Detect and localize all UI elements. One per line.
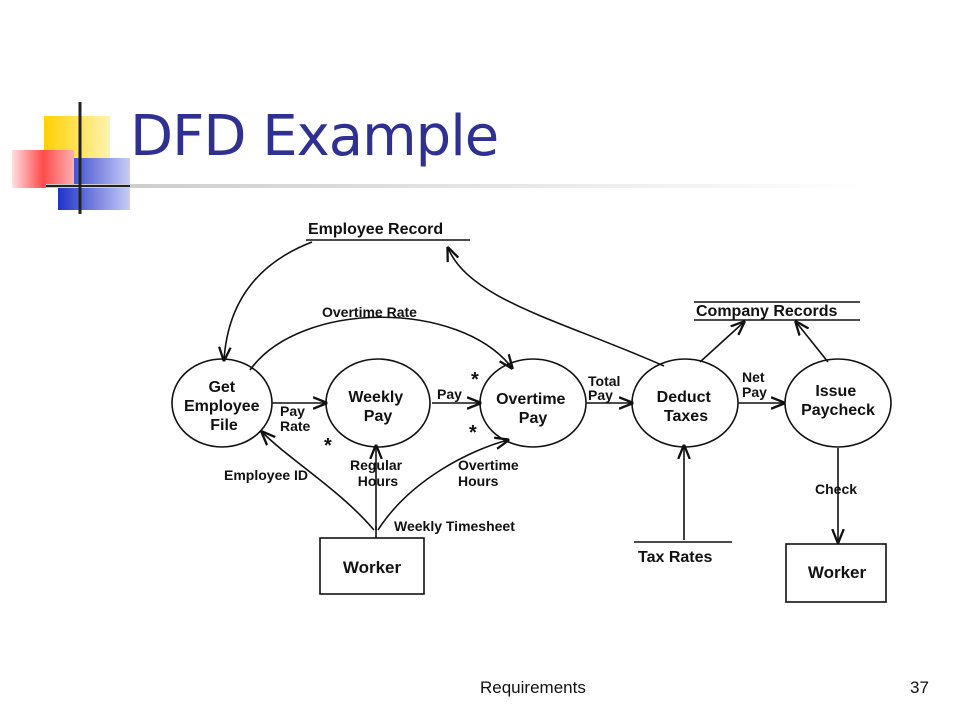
process-overtime-pay	[479, 358, 587, 448]
page-number: 37	[910, 678, 929, 697]
flow-overtime-hours-arrow	[377, 440, 508, 531]
marker-weekly-pay: *	[324, 435, 332, 457]
flow-label-weekly-timesheet: Weekly Timesheet	[394, 518, 515, 534]
title-decoration	[12, 102, 866, 214]
entity-worker-source	[319, 537, 425, 595]
process-label-deduct-taxes: Deduct Taxes	[657, 389, 716, 425]
flow-label-employee-id: Employee ID	[224, 467, 308, 483]
process-label-weekly-pay: Weekly Pay	[348, 389, 407, 425]
flow-label-total-pay: Total Pay	[588, 373, 624, 403]
process-deduct-taxes	[631, 358, 739, 448]
flow-issue-paycheck-to-company-records	[796, 322, 829, 363]
footer-label: Requirements	[480, 678, 586, 697]
flow-label-pay-rate: Pay Rate	[280, 403, 311, 434]
deco-red-square	[12, 150, 74, 188]
deco-title-rule	[46, 184, 866, 188]
flow-overtime-rate-arrow	[249, 316, 512, 370]
entity-label-worker-source: Worker	[343, 558, 402, 577]
marker-overtime-rate: *	[471, 369, 479, 391]
entity-worker-sink	[785, 543, 887, 603]
flow-label-overtime-rate: Overtime Rate	[322, 304, 417, 320]
store-label-employee-record: Employee Record	[308, 221, 443, 238]
process-label-issue-paycheck: Issue Paycheck	[801, 383, 875, 419]
process-issue-paycheck	[784, 358, 892, 448]
flow-deduct-taxes-to-company-records	[699, 322, 744, 363]
flow-label-pay: Pay	[437, 386, 462, 402]
entity-label-worker-sink: Worker	[808, 563, 867, 582]
flow-label-regular-hours: Regular Hours	[350, 457, 406, 489]
slide-title: DFD Example	[130, 104, 499, 169]
flow-employee-id-arrow	[262, 432, 375, 531]
flow-label-overtime-hours: Overtime Hours	[458, 457, 523, 489]
process-get-employee-file	[171, 358, 273, 448]
process-label-overtime-pay: Overtime Pay	[496, 391, 570, 427]
process-label-get-employee-file: Get Employee File	[184, 379, 264, 434]
flow-label-net-pay: Net Pay	[742, 369, 768, 400]
marker-overtime-hours: *	[469, 422, 477, 444]
flow-label-check: Check	[815, 481, 857, 497]
store-label-tax-rates: Tax Rates	[638, 549, 713, 566]
process-weekly-pay	[325, 358, 431, 448]
flow-deduct-taxes-to-employee-record	[448, 248, 665, 367]
flow-employee-record-to-get-file	[224, 241, 313, 360]
store-label-company-records: Company Records	[696, 303, 837, 320]
